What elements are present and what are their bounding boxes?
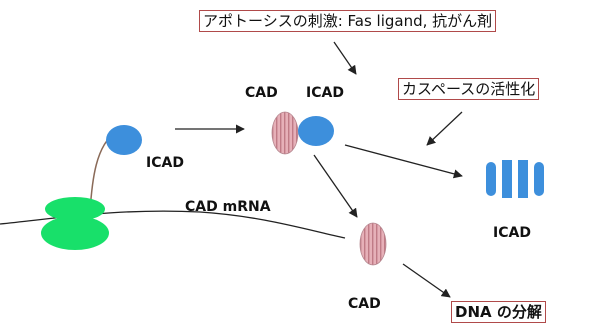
cad-top-label: CAD [245, 85, 278, 101]
mrna-strand [0, 210, 346, 239]
icad-left-label: ICAD [146, 155, 184, 171]
arrow-caspase-to-cleavage [426, 111, 463, 146]
icad-top-label: ICAD [306, 85, 344, 101]
arrow-complex-to-icad [344, 144, 463, 179]
cad-mrna-label: CAD mRNA [185, 199, 271, 215]
ribosome-small-subunit [41, 216, 109, 250]
icad-fragment-2 [502, 160, 512, 198]
ribosome-large-subunit [45, 197, 105, 221]
icad-right-label: ICAD [493, 225, 531, 241]
arrow-complex-to-cad [313, 154, 358, 218]
icad-fragment-1 [486, 162, 496, 196]
icad-fragment-3 [518, 160, 528, 198]
stimulus-label-box: アポトーシスの刺激: Fas ligand, 抗がん剤 [199, 10, 497, 32]
caspase-label-box: カスペースの活性化 [398, 78, 540, 100]
icad-fragment-4 [534, 162, 544, 196]
icad-protein-top [298, 116, 334, 146]
dna-cleavage-label-box: DNA の分解 [451, 301, 546, 323]
cad-bottom-label: CAD [348, 296, 381, 312]
cad-protein-bottom [359, 222, 387, 266]
arrow-cad-to-dna [402, 263, 451, 298]
arrow-stimulus-to-caspase [333, 41, 357, 75]
icad-protein-left [106, 125, 142, 155]
cad-protein-top [271, 111, 299, 155]
